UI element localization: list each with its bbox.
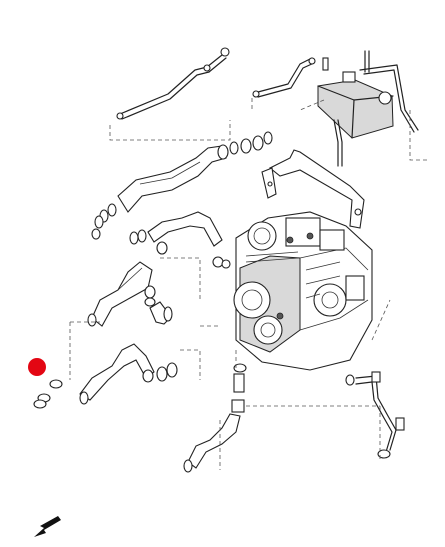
red-marker-dot: [28, 358, 46, 376]
coolant-pipe-right: [345, 371, 405, 459]
charge-air-hose-middle: [129, 211, 231, 269]
charge-air-hose-upper: [91, 131, 273, 240]
breather-pipe-top-right: [252, 57, 329, 98]
arrow-down-left-icon: [34, 516, 61, 537]
coolant-hose-lower: [183, 363, 247, 473]
hose-clamps: [33, 379, 63, 409]
engine-block: [233, 211, 373, 371]
elbow-hose: [149, 301, 173, 325]
intake-hose-lower: [79, 343, 178, 405]
intake-hose-left: [87, 261, 156, 327]
expansion-tank: [317, 50, 419, 167]
mounting-bracket: [261, 149, 365, 229]
breather-pipe-top-left: [116, 47, 230, 120]
